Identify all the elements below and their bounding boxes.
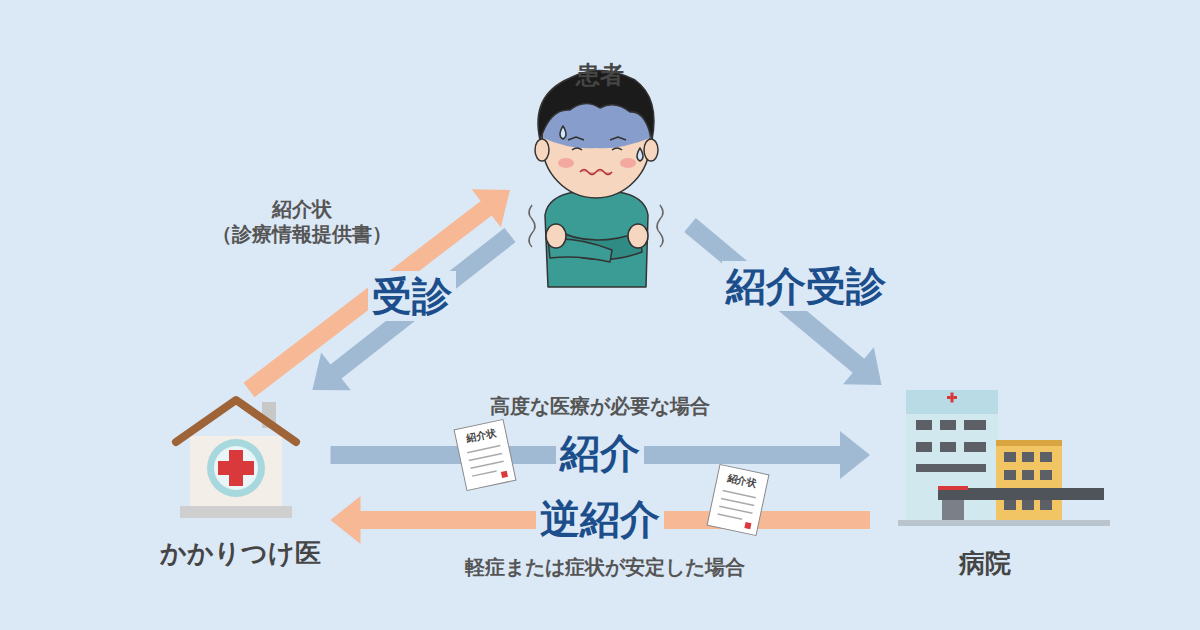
clinic-illustration bbox=[190, 436, 282, 508]
clinic-illustration bbox=[218, 461, 254, 475]
clinic-illustration bbox=[176, 400, 296, 442]
edge-label: 紹介状 （診療情報提供書） bbox=[198, 197, 406, 247]
condition-note: 高度な医療が必要な場合 bbox=[490, 394, 710, 418]
hospital-illustration bbox=[916, 420, 986, 472]
edge-label: 逆紹介 bbox=[536, 494, 664, 544]
edge-label: 紹介受診 bbox=[722, 261, 890, 311]
hospital-illustration bbox=[1004, 452, 1016, 462]
patient-illustration bbox=[637, 148, 643, 161]
patient-illustration bbox=[568, 137, 584, 140]
clinic-illustration bbox=[214, 446, 258, 490]
clinic-illustration bbox=[207, 439, 265, 497]
hospital-illustration bbox=[1004, 452, 1052, 510]
hospital-illustration bbox=[898, 390, 1110, 526]
clinic-illustration bbox=[176, 400, 296, 518]
hospital-illustration bbox=[906, 390, 998, 414]
clinic-node: かかりつけ医 bbox=[150, 390, 331, 575]
document-title: 紹介状 bbox=[716, 469, 768, 493]
hospital-illustration bbox=[996, 440, 1062, 522]
document-icon bbox=[467, 446, 500, 453]
document-icon bbox=[744, 522, 751, 529]
hospital-illustration bbox=[1022, 470, 1034, 480]
patient-illustration bbox=[560, 126, 566, 139]
hospital-illustration bbox=[940, 420, 956, 430]
document-icon bbox=[707, 464, 769, 535]
patient-illustration bbox=[545, 192, 648, 287]
hospital-illustration bbox=[964, 442, 986, 452]
patient-illustration bbox=[612, 148, 622, 150]
hospital-illustration bbox=[916, 420, 932, 430]
document-icon bbox=[719, 506, 752, 513]
document-icon bbox=[454, 419, 516, 490]
document-icon bbox=[467, 446, 505, 477]
hospital-illustration bbox=[1004, 500, 1016, 510]
patient-illustration bbox=[657, 205, 663, 247]
patient-illustration bbox=[572, 148, 582, 150]
document-title-holder: 紹介状 bbox=[454, 419, 516, 490]
hospital-illustration bbox=[996, 440, 1062, 446]
hospital-illustration bbox=[906, 390, 998, 522]
hospital-illustration bbox=[942, 500, 964, 522]
node-label: かかりつけ医 bbox=[160, 538, 321, 569]
hospital-illustration bbox=[916, 464, 986, 472]
patient-illustration bbox=[558, 158, 574, 168]
hospital-illustration bbox=[1040, 470, 1052, 480]
document-icon bbox=[718, 514, 742, 519]
patient-illustration bbox=[546, 224, 566, 248]
document-icon bbox=[469, 453, 502, 460]
hospital-node: 病院 bbox=[870, 385, 1100, 585]
hospital-illustration bbox=[898, 520, 1110, 526]
patient-illustration bbox=[535, 139, 549, 161]
hospital-illustration bbox=[938, 486, 968, 490]
document-title: 紹介状 bbox=[455, 424, 507, 448]
document-icon bbox=[454, 419, 516, 490]
document-icon bbox=[707, 464, 769, 535]
hospital-illustration bbox=[1040, 452, 1052, 462]
patient-node: 患者 bbox=[510, 55, 690, 295]
hospital-illustration bbox=[1040, 500, 1052, 510]
hospital-illustration bbox=[1004, 470, 1016, 480]
condition-note: 軽症または症状が安定した場合 bbox=[465, 555, 745, 579]
patient-illustration bbox=[644, 139, 658, 161]
document-icon bbox=[721, 498, 754, 505]
node-label: 病院 bbox=[959, 548, 1011, 579]
clinic-illustration bbox=[180, 506, 292, 518]
document-icon bbox=[501, 471, 508, 478]
node-label: 患者 bbox=[576, 61, 624, 90]
document-icon bbox=[718, 491, 756, 522]
edge-label: 受診 bbox=[368, 271, 456, 321]
hospital-illustration bbox=[916, 442, 932, 452]
document-icon bbox=[472, 471, 496, 476]
document-icon bbox=[723, 491, 756, 498]
patient-illustration bbox=[610, 137, 626, 140]
hospital-illustration bbox=[1022, 452, 1034, 462]
patient-illustration bbox=[628, 224, 648, 248]
hospital-illustration bbox=[951, 393, 954, 403]
edge-label: 紹介 bbox=[556, 428, 644, 478]
hospital-illustration bbox=[940, 442, 956, 452]
document-icon bbox=[470, 461, 503, 468]
hospital-illustration bbox=[964, 420, 986, 430]
patient-illustration bbox=[620, 158, 636, 168]
patient-illustration bbox=[580, 170, 612, 175]
patient-illustration bbox=[529, 205, 535, 247]
patient-illustration bbox=[529, 70, 663, 287]
hospital-illustration bbox=[1022, 500, 1034, 510]
